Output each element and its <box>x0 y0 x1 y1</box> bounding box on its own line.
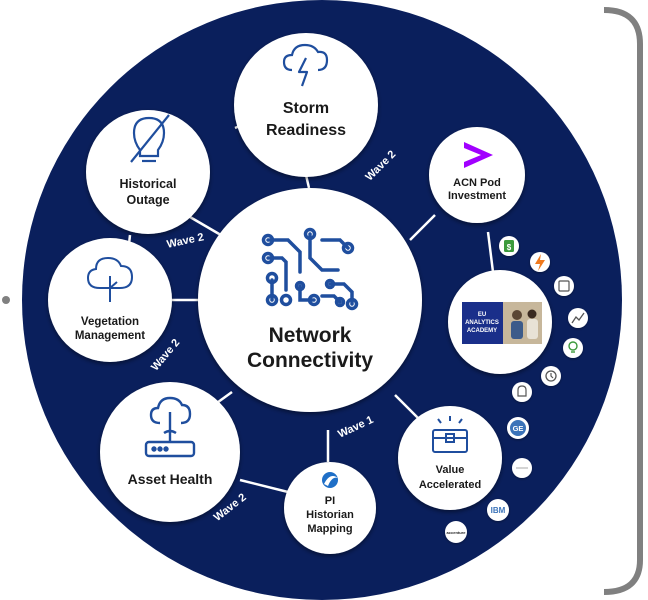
ibm-logo[interactable]: IBM <box>487 499 509 521</box>
value-accelerated-node[interactable]: Value Accelerated <box>398 406 502 510</box>
historical-label-line1: Historical <box>120 177 177 191</box>
dollar-leaf-icon[interactable]: $ <box>499 236 519 256</box>
billing-icon[interactable] <box>554 276 574 296</box>
bolt-icon[interactable] <box>530 252 550 272</box>
accenture-logo[interactable]: accenture <box>445 521 467 543</box>
historical-label-line2: Outage <box>126 193 169 207</box>
pi-label-line1: PI <box>325 495 335 507</box>
clock-icon[interactable] <box>541 366 561 386</box>
tree-icon <box>86 256 134 302</box>
storm-readiness-node[interactable]: Storm Readiness <box>234 33 378 177</box>
center-title-line1: Network <box>269 324 352 347</box>
academy-text-line3: ACADEMY <box>467 328 497 334</box>
value-label-line2: Accelerated <box>419 479 481 491</box>
person-figure <box>512 310 522 320</box>
bulb-off-icon <box>130 114 170 163</box>
asset-health-label: Asset Health <box>128 471 213 487</box>
circuit-board-icon <box>261 227 359 311</box>
asset-health-node[interactable]: Asset Health <box>100 382 240 522</box>
ge-logo-text: GE <box>513 424 524 433</box>
left-edge-dot <box>2 296 10 304</box>
pi-logo-icon <box>322 472 338 488</box>
person-figure <box>527 319 538 339</box>
svg-text:$: $ <box>507 243 512 252</box>
storm-label-line1: Storm <box>283 100 329 117</box>
center-title-line2: Connectivity <box>247 349 373 372</box>
storm-label-line2: Readiness <box>266 122 346 139</box>
center-node[interactable]: Network Connectivity <box>198 188 422 412</box>
person-figure <box>511 321 523 339</box>
historical-outage-node[interactable]: Historical Outage <box>86 110 210 234</box>
vegetation-label-line1: Vegetation <box>81 316 139 328</box>
pi-label-line3: Mapping <box>307 523 352 535</box>
academy-text-line2: ANALYTICS <box>465 320 499 326</box>
academy-text-line1: EU <box>478 312 486 318</box>
bell-icon[interactable] <box>512 382 532 402</box>
pi-label-line2: Historian <box>306 509 354 521</box>
acn-pod-investment-node[interactable]: ACN Pod Investment <box>429 127 525 223</box>
cloud-router-icon <box>144 396 196 458</box>
partner-logo-blank[interactable] <box>512 458 532 478</box>
treasure-chest-icon <box>432 416 468 453</box>
vegetation-management-node[interactable]: Vegetation Management <box>48 238 172 362</box>
ge-logo[interactable]: GE <box>507 417 529 439</box>
accenture-chevron-icon <box>464 142 493 168</box>
ibm-logo-text: IBM <box>491 506 506 515</box>
accenture-logo-text: accenture <box>447 530 467 535</box>
acn-label-line2: Investment <box>448 190 506 202</box>
right-bracket-decoration <box>603 7 643 595</box>
person-figure <box>527 309 537 319</box>
value-label-line1: Value <box>436 464 465 476</box>
analytics-icon[interactable] <box>568 308 588 328</box>
partner-icons: $ GE <box>445 236 588 543</box>
eu-analytics-academy-node[interactable]: EU ANALYTICS ACADEMY <box>448 270 552 374</box>
vegetation-label-line2: Management <box>75 330 145 342</box>
pi-historian-mapping-node[interactable]: PI Historian Mapping <box>284 462 376 554</box>
acn-label-line1: ACN Pod <box>453 177 501 189</box>
lightbulb-icon[interactable] <box>563 338 583 358</box>
storm-cloud-icon <box>282 43 329 87</box>
